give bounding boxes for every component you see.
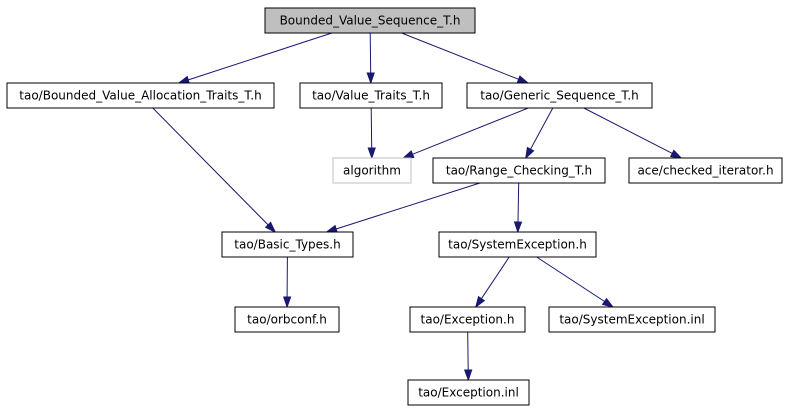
edge-arrowhead — [463, 369, 473, 382]
edge-rc-to-se — [513, 182, 523, 234]
node-label: tao/Basic_Types.h — [234, 238, 340, 252]
edge-arrowhead — [525, 146, 535, 160]
edge-line — [369, 32, 372, 74]
node-label: tao/Exception.inl — [418, 386, 519, 400]
node-basic-types[interactable]: tao/Basic_Types.h — [221, 231, 354, 258]
edge-arrowhead — [474, 295, 486, 309]
edge-line — [530, 107, 554, 150]
edge-line — [480, 256, 510, 299]
edge-bvat-to-bt — [152, 107, 277, 234]
node-system-exception[interactable]: tao/SystemException.h — [438, 231, 597, 258]
edge-gs-to-rc — [525, 107, 554, 160]
node-label: algorithm — [343, 164, 401, 178]
edge-arrowhead — [325, 224, 338, 233]
edge-root-to-vt — [366, 32, 375, 85]
edge-gs-to-ci — [583, 107, 683, 159]
node-generic-sequence[interactable]: tao/Generic_Sequence_T.h — [466, 82, 653, 109]
edge-se-to-ex — [474, 256, 510, 309]
node-label: tao/Generic_Sequence_T.h — [480, 89, 639, 103]
node-checked-iterator[interactable]: ace/checked_iterator.h — [628, 157, 783, 184]
edge-vt-to-alg — [367, 107, 376, 160]
node-label: Bounded_Value_Sequence_T.h — [280, 14, 461, 28]
edge-line — [370, 107, 373, 149]
edge-arrowhead — [669, 149, 683, 159]
edges-layer — [152, 32, 683, 382]
node-label: tao/SystemException.h — [448, 238, 587, 252]
edge-line — [152, 107, 269, 226]
edge-line — [401, 32, 519, 80]
node-exception-inl[interactable]: tao/Exception.inl — [407, 379, 530, 406]
node-exception[interactable]: tao/Exception.h — [409, 306, 526, 333]
node-label: tao/orbconf.h — [247, 313, 327, 327]
edge-line — [517, 182, 520, 223]
edge-arrowhead — [283, 296, 292, 309]
edge-root-to-gs — [401, 32, 530, 84]
edge-arrowhead — [177, 75, 190, 84]
node-system-exception-inl[interactable]: tao/SystemException.inl — [548, 306, 716, 333]
edge-line — [583, 107, 673, 154]
node-label: tao/Value_Traits_T.h — [312, 89, 430, 103]
node-label: tao/Range_Checking_T.h — [446, 164, 592, 178]
edge-arrowhead — [401, 150, 415, 159]
node-label: tao/Bounded_Value_Allocation_Traits_T.h — [19, 89, 261, 103]
edge-arrowhead — [513, 221, 523, 234]
edge-line — [536, 256, 605, 302]
edge-line — [412, 107, 529, 155]
node-label: tao/Exception.h — [421, 313, 515, 327]
edge-root-to-bvat — [177, 32, 332, 84]
edge-arrowhead — [516, 75, 530, 84]
node-algorithm[interactable]: algorithm — [332, 157, 412, 184]
edge-arrowhead — [264, 221, 277, 234]
node-orbconf[interactable]: tao/orbconf.h — [234, 306, 340, 333]
edge-line — [467, 331, 469, 371]
edge-line — [188, 32, 332, 81]
edge-bt-to-oc — [283, 256, 292, 309]
node-range-checking[interactable]: tao/Range_Checking_T.h — [432, 157, 606, 184]
node-label: ace/checked_iterator.h — [637, 164, 773, 178]
node-value-traits[interactable]: tao/Value_Traits_T.h — [299, 82, 443, 109]
edge-line — [335, 182, 481, 230]
edge-arrowhead — [367, 147, 376, 160]
node-label: tao/SystemException.inl — [559, 313, 704, 327]
edge-ex-to-exi — [463, 331, 473, 382]
node-bounded-value-allocation-traits[interactable]: tao/Bounded_Value_Allocation_Traits_T.h — [6, 82, 275, 109]
edge-arrowhead — [366, 72, 375, 85]
edge-gs-to-alg — [401, 107, 529, 159]
edge-se-to-sei — [536, 256, 615, 308]
edge-rc-to-bt — [325, 182, 481, 233]
node-bounded-value-sequence[interactable]: Bounded_Value_Sequence_T.h — [264, 7, 476, 34]
edge-arrowhead — [601, 297, 615, 308]
